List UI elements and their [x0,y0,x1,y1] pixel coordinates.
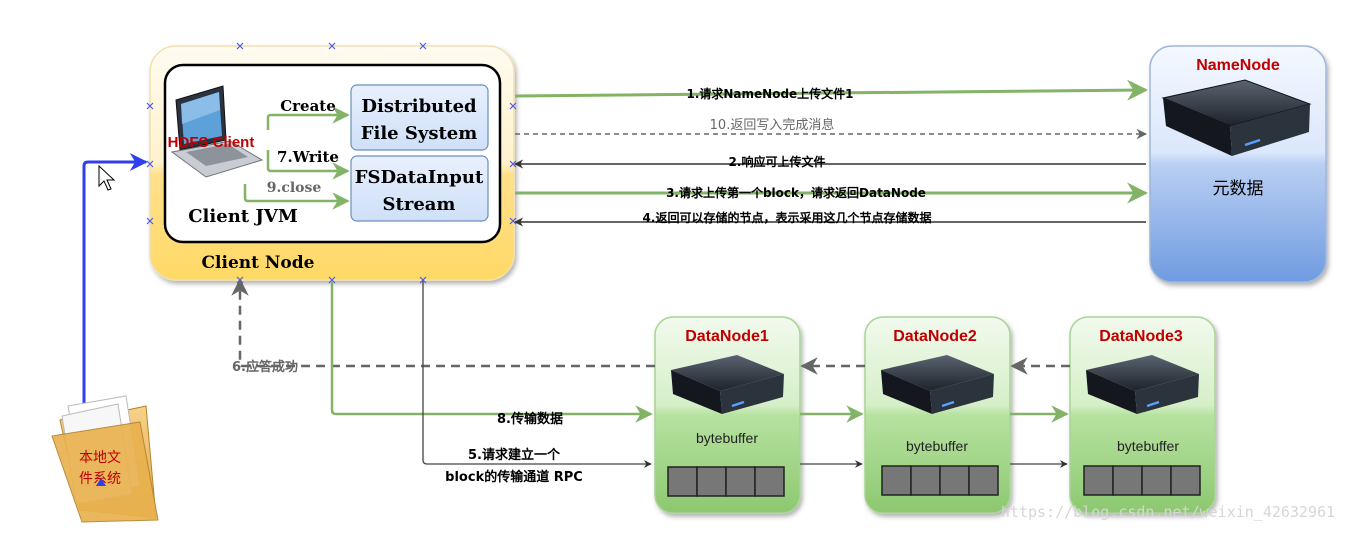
server-icon [1086,355,1199,414]
msg5-label-line2: block的传输通道 RPC [445,469,583,485]
distributed-file-system-box [350,84,489,151]
client-node: Client Node Client JVM HDFS Client Distr… [149,45,515,281]
datanode1-buffer: bytebuffer [696,430,758,446]
fsdata-box-line2: Stream [383,194,456,215]
folder-cursor-mark [96,478,106,486]
fsdata-box-line1: FSDataInput [355,167,484,188]
upload-arrow [82,153,148,410]
datanode3-buffer: bytebuffer [1117,438,1179,454]
namenode: NameNode 元数据 [1149,45,1327,283]
dfs-box-line1: Distributed [361,96,477,117]
namenode-caption: 元数据 [1213,179,1264,199]
client-node-title: Client Node [202,253,315,273]
write-arrow [266,150,350,180]
server-icon [1161,79,1312,156]
msg5-arrow [422,281,652,468]
msg8-label: 8.传输数据 [497,411,563,427]
fsdatainputstream-box [350,155,489,222]
msg1-label: 1.请求NameNode上传文件1 [686,86,853,101]
server-icon [671,355,784,414]
datanode-3: DataNode3 bytebuffer [1069,316,1216,514]
hdfs-client-label: HDFS Client [168,134,255,151]
msg3-label: 3.请求上传第一个block，请求返回DataNode [666,185,926,200]
datanode1-title: DataNode1 [685,328,769,345]
msg1-arrow [514,79,1149,101]
local-fs-line1: 本地文 [79,450,121,466]
dfs-box-line2: File System [361,123,478,144]
local-fs-line2: 件系统 [79,471,121,487]
datanode3-title: DataNode3 [1099,328,1183,345]
msg2-label: 2.响应可上传文件 [729,154,826,169]
msg5-label-line1: 5.请求建立一个 [468,447,561,463]
close-label: 9.close [267,180,322,196]
client-jvm-label: Client JVM [188,206,298,227]
msg10-label: 10.返回写入完成消息 [710,117,835,133]
local-filesystem: 本地文 件系统 [51,153,159,523]
datanode2-blocks [881,465,999,496]
datanode2-title: DataNode2 [893,328,977,345]
pipeline-arrows: 6.应答成功 8.传输数据 5.请求建立一个 block的传输通道 RPC [231,278,1070,485]
datanode-1: DataNode1 bytebuffer [654,316,801,514]
msg4-label: 4.返回可以存储的节点，表示采用这几个节点存储数据 [643,210,932,225]
create-label: Create [280,97,336,115]
namenode-messages: 1.请求NameNode上传文件1 10.返回写入完成消息 2.响应可上传文件 … [514,79,1149,227]
msg8-arrow [330,281,653,423]
close-arrow [243,184,350,210]
server-icon [881,355,994,414]
laptop-icon [170,85,264,178]
datanode2-buffer: bytebuffer [906,438,968,454]
msg6-label: 6.应答成功 [232,359,298,375]
create-arrow [266,106,350,130]
folder-icon [51,395,159,523]
msg6-arrow [231,278,655,368]
datanode-2: DataNode2 bytebuffer [864,316,1011,514]
watermark: https://blog.csdn.net/weixin_42632961 [1001,503,1335,521]
datanode3-blocks [1083,465,1201,496]
datanode1-blocks [667,466,785,497]
write-label: 7.Write [277,148,339,166]
namenode-title: NameNode [1196,57,1280,74]
cursor-icon [98,164,116,191]
